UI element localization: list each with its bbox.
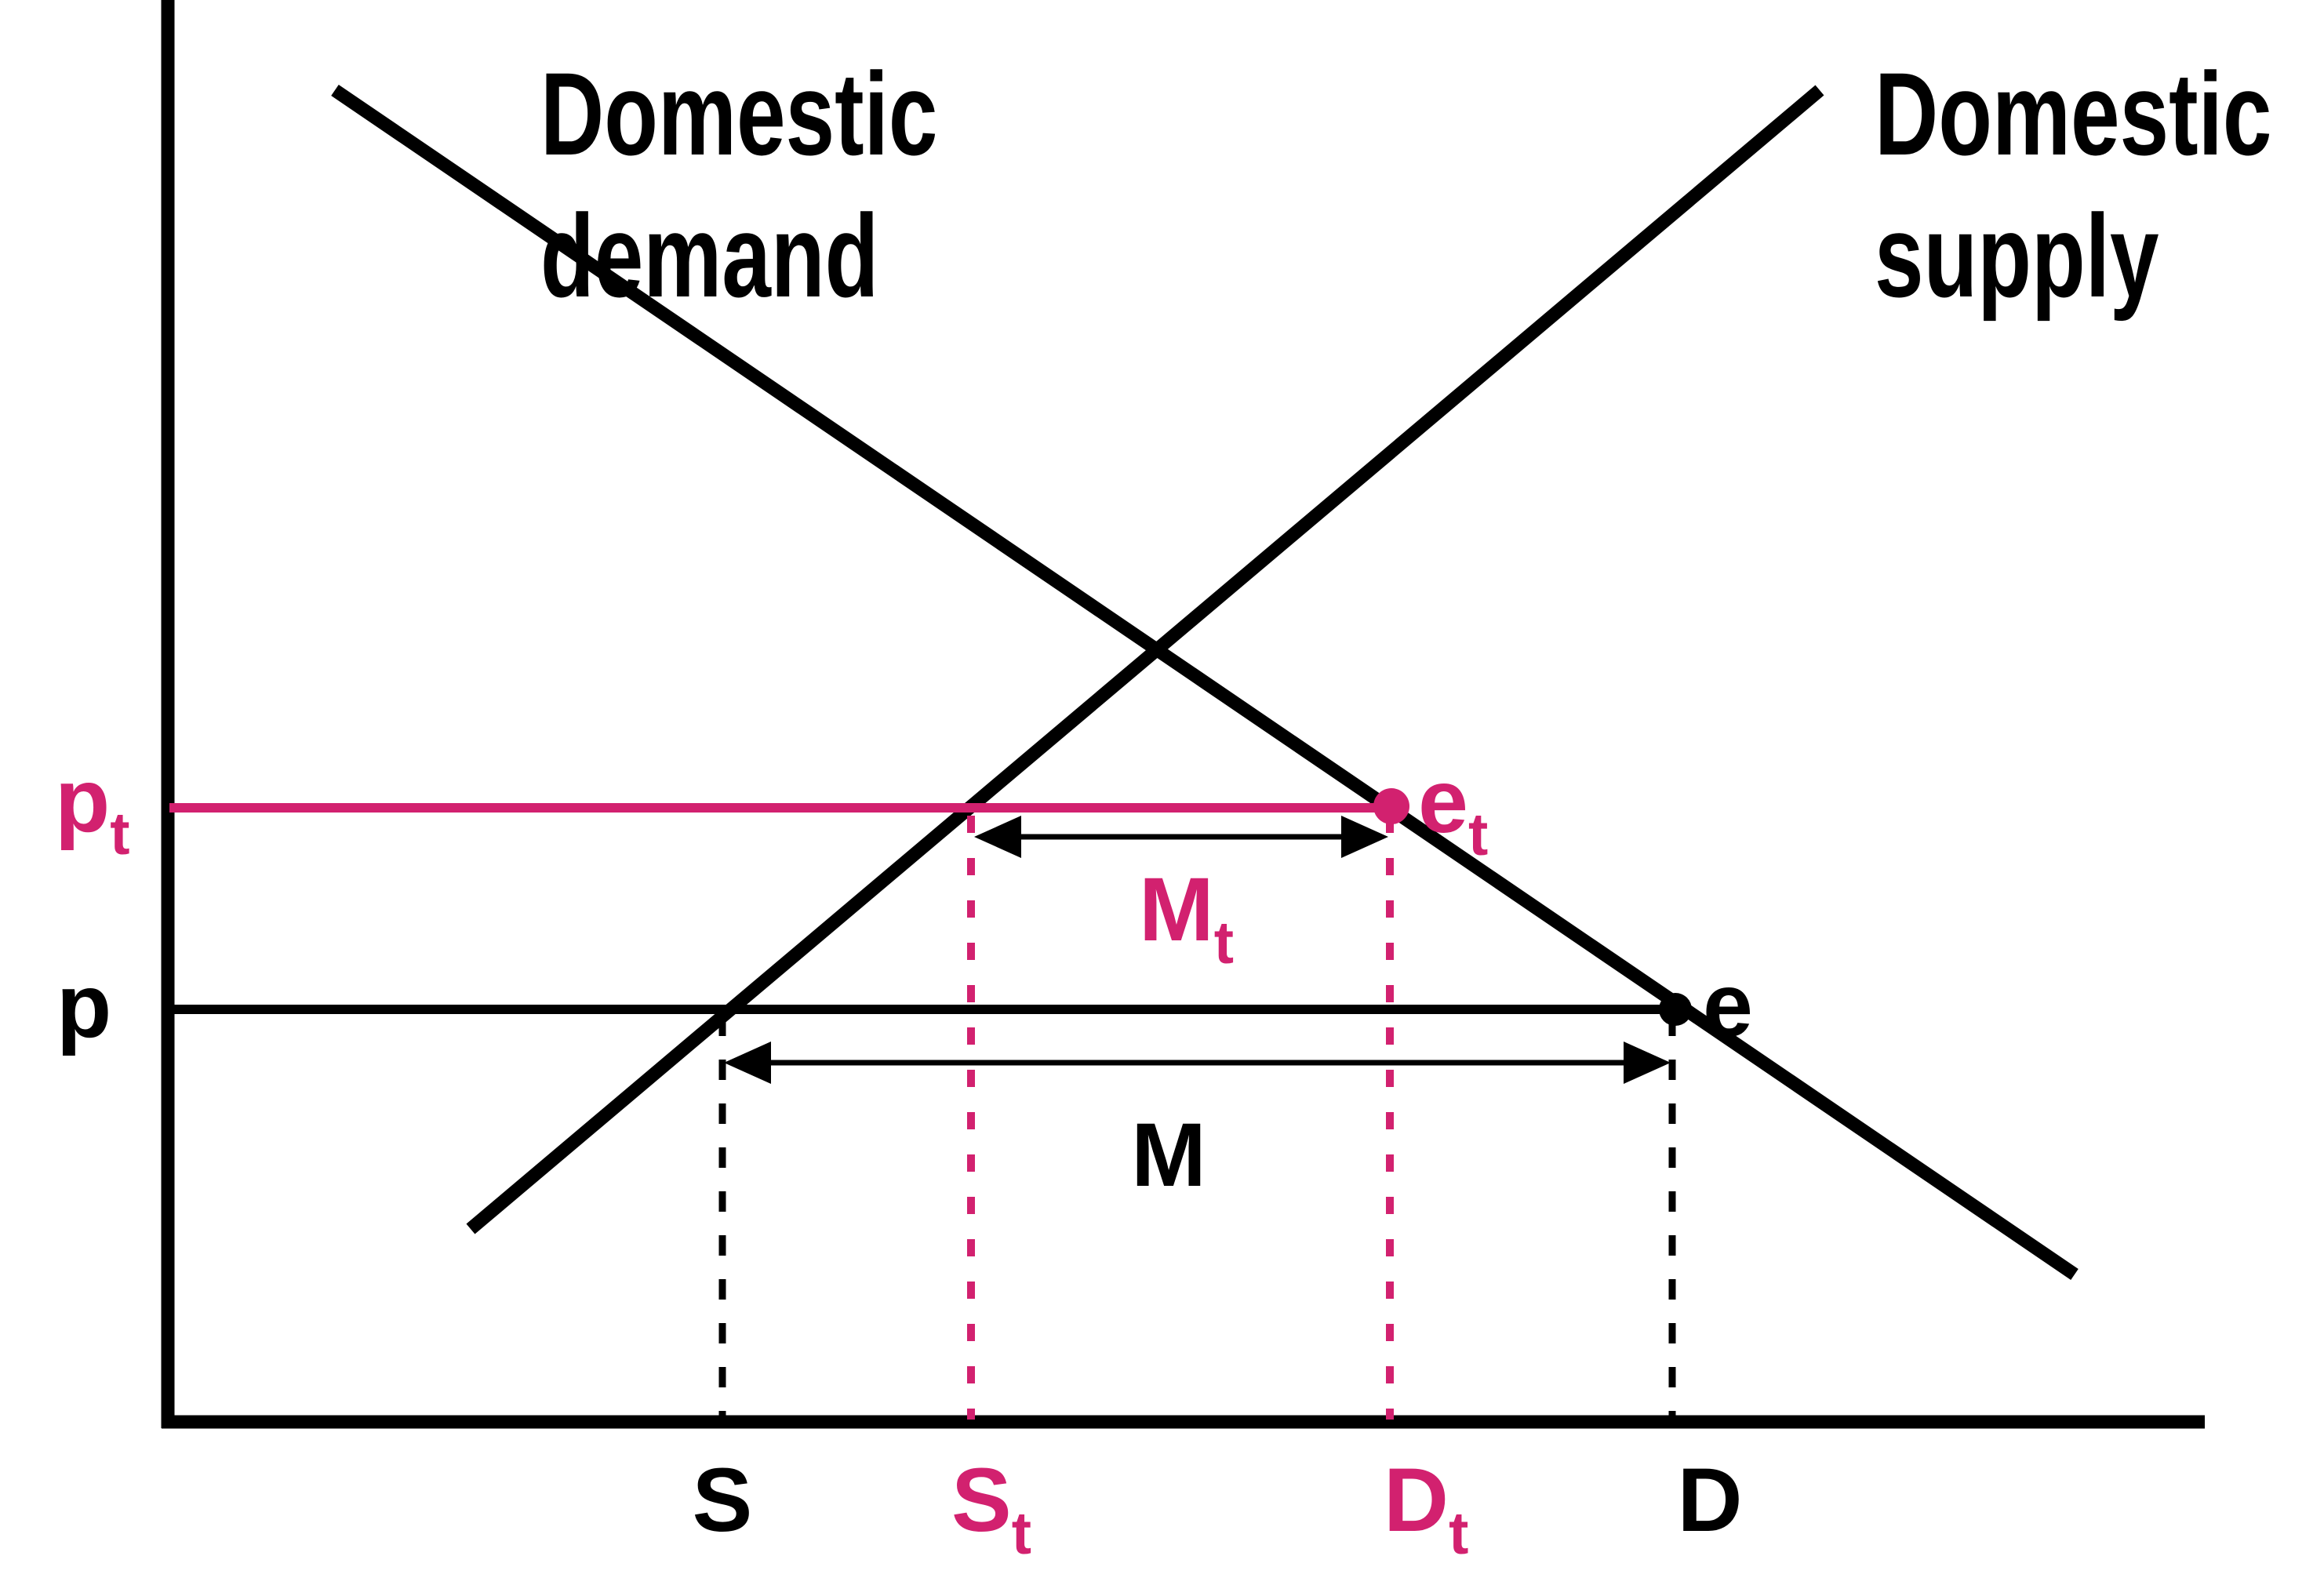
- world-price-base: p: [56, 956, 112, 1056]
- domestic-demand-title: Domestic demand: [540, 43, 937, 327]
- domestic-supply-curve: [466, 85, 1824, 1234]
- imports-tariff-label: Mt: [1139, 865, 1234, 973]
- imports-free-trade-label: M: [1131, 1111, 1206, 1219]
- free-trade-equilibrium-base: e: [1703, 955, 1753, 1056]
- supply-qty-tariff-label: St: [951, 1456, 1031, 1564]
- imports-free-trade-arrowhead-right-icon: [1624, 1042, 1671, 1084]
- imports-free-trade-arrowhead-left-icon: [724, 1042, 771, 1084]
- world-price-label: p: [56, 962, 111, 1070]
- domestic-demand-title-line2: demand: [540, 190, 879, 322]
- supply-qty-tariff-base: S: [951, 1450, 1012, 1551]
- domestic-supply-title-line2: supply: [1875, 190, 2159, 322]
- domestic-supply-title: Domestic supply: [1875, 43, 2271, 327]
- tariff-equilibrium-sub: t: [1468, 801, 1489, 868]
- tariff-price-label: pt: [55, 756, 130, 864]
- supply-qty-free-trade-base: S: [692, 1450, 753, 1551]
- tariff-price-base: p: [55, 751, 111, 851]
- free-trade-equilibrium-label: e: [1703, 961, 1753, 1069]
- demand-qty-tariff-sub: t: [1449, 1500, 1469, 1567]
- imports-tariff-arrowhead-right-icon: [1341, 816, 1388, 858]
- domestic-supply-title-line1: Domestic: [1875, 48, 2272, 180]
- imports-tariff-base: M: [1139, 860, 1214, 960]
- imports-tariff-arrowhead-left-icon: [974, 816, 1021, 858]
- supply-qty-tariff-sub: t: [1011, 1500, 1031, 1567]
- domestic-demand-curve: [331, 84, 2079, 1281]
- demand-qty-free-trade-label: D: [1677, 1456, 1742, 1564]
- tariff-equilibrium-label: et: [1418, 757, 1488, 865]
- demand-qty-tariff-label: Dt: [1384, 1456, 1468, 1564]
- demand-qty-tariff-base: D: [1384, 1450, 1449, 1551]
- demand-qty-free-trade-base: D: [1677, 1450, 1743, 1551]
- domestic-demand-title-line1: Domestic: [540, 48, 938, 180]
- imports-free-trade-base: M: [1131, 1105, 1206, 1205]
- tariff-equilibrium-base: e: [1418, 751, 1468, 852]
- supply-qty-free-trade-label: S: [693, 1456, 753, 1564]
- tariff-price-sub: t: [110, 800, 130, 867]
- free-trade-equilibrium-dot: [1659, 993, 1692, 1026]
- tariff-equilibrium-dot: [1373, 788, 1409, 824]
- imports-tariff-sub: t: [1213, 909, 1235, 976]
